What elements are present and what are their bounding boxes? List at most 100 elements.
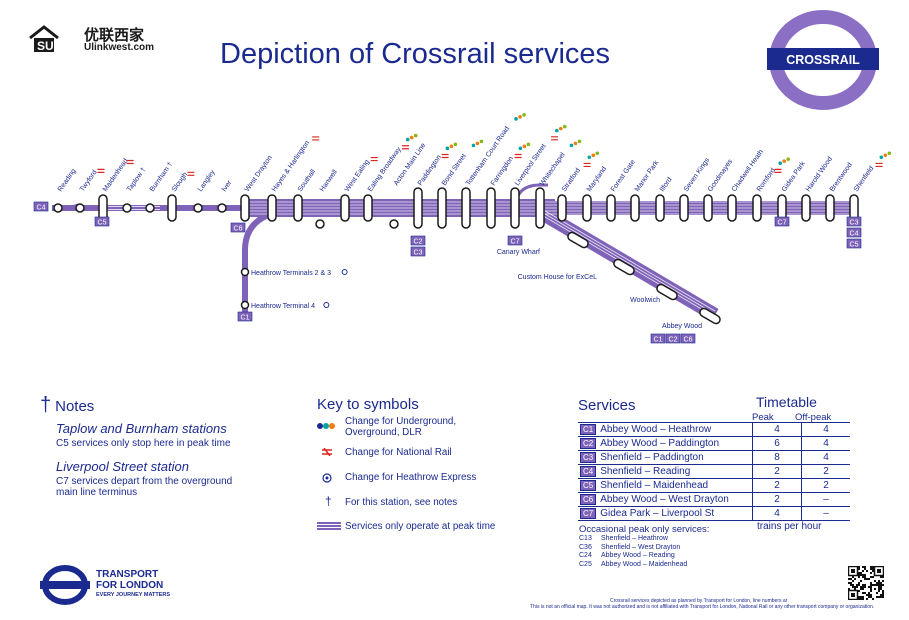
station-label: Manor Park bbox=[634, 159, 661, 193]
qr-cell bbox=[862, 586, 864, 588]
national-rail-icon bbox=[875, 162, 883, 168]
service-route: Abbey Wood – West Drayton bbox=[600, 494, 729, 505]
qr-cell bbox=[864, 592, 866, 594]
qr-cell bbox=[862, 574, 864, 576]
services-heading: Services bbox=[578, 397, 636, 414]
route-code-c3-bg bbox=[410, 246, 426, 257]
footer-line-1: Crossrail services depicted as planned b… bbox=[610, 598, 788, 604]
underground-change-icon bbox=[445, 146, 450, 151]
qr-cell bbox=[866, 594, 868, 596]
qr-cell bbox=[882, 590, 884, 592]
route-code-east-bg bbox=[846, 216, 862, 227]
underground-change-icon bbox=[569, 143, 574, 148]
route-code-abbey-bg bbox=[665, 333, 681, 344]
national-rail-icon bbox=[551, 136, 559, 141]
station-stop bbox=[655, 194, 665, 222]
station-label: Southall bbox=[297, 168, 317, 193]
station-label: Twyford bbox=[79, 169, 99, 193]
underground-change-icon bbox=[591, 153, 596, 158]
qr-cell bbox=[880, 588, 882, 590]
station-stop bbox=[801, 194, 811, 222]
qr-cell bbox=[868, 594, 870, 596]
note-1-heading: Taplow and Burnham stations bbox=[56, 421, 227, 436]
qr-cell bbox=[872, 566, 874, 568]
route-code-abbey-bg bbox=[650, 333, 666, 344]
route-code-c5-west: C5 bbox=[98, 219, 107, 226]
tfl-line-1: TRANSPORT bbox=[96, 569, 159, 580]
track-abbey bbox=[536, 205, 719, 322]
heathrow-express-icon bbox=[322, 473, 332, 483]
occasional-code: C25 bbox=[579, 560, 592, 568]
station-label: Iver bbox=[221, 179, 234, 193]
qr-cell bbox=[870, 590, 872, 592]
national-rail-icon bbox=[401, 145, 409, 150]
station-label: Goodmayes bbox=[707, 158, 735, 193]
qr-cell bbox=[876, 592, 878, 594]
qr-cell bbox=[880, 582, 882, 584]
qr-cell bbox=[854, 578, 856, 580]
underground-change-icon bbox=[577, 139, 582, 144]
footer-line-2: This is not an official map. It was not … bbox=[530, 604, 875, 610]
key-national-rail: Change for National Rail bbox=[345, 447, 452, 458]
route-code-c1: C1 bbox=[241, 314, 250, 321]
occasional-route: Shenfield – Heathrow bbox=[601, 535, 668, 542]
station-stop bbox=[267, 194, 277, 222]
qr-cell bbox=[878, 584, 880, 586]
national-rail-icon bbox=[322, 448, 332, 456]
station-stop bbox=[389, 219, 399, 229]
underground-change-icon bbox=[887, 151, 892, 156]
qr-cell bbox=[852, 586, 854, 588]
notes-section: † Notes Taplow and Burnham stations C5 s… bbox=[40, 394, 232, 498]
qr-cell bbox=[864, 568, 866, 570]
service-peak: 2 bbox=[752, 478, 802, 493]
qr-cell bbox=[862, 592, 864, 594]
station-stop bbox=[613, 258, 635, 276]
station-stop bbox=[510, 187, 520, 229]
underground-change-icon bbox=[449, 144, 454, 149]
underground-change-icon bbox=[453, 142, 458, 147]
qr-cell bbox=[878, 582, 880, 584]
qr-cell bbox=[872, 598, 874, 600]
qr-cell bbox=[860, 598, 862, 600]
national-rail-icon bbox=[514, 153, 522, 159]
national-rail-icon bbox=[126, 159, 134, 165]
qr-code-icon bbox=[848, 566, 884, 600]
qr-cell bbox=[870, 594, 872, 596]
service-peak: 4 bbox=[752, 422, 802, 437]
national-rail-icon bbox=[187, 171, 195, 176]
qr-cell bbox=[858, 598, 860, 600]
qr-cell bbox=[850, 582, 852, 584]
station-stop bbox=[461, 187, 471, 229]
underground-change-icon bbox=[554, 128, 559, 133]
station-label: Tottenham Court Road bbox=[465, 125, 511, 187]
service-code: C1 bbox=[580, 424, 597, 435]
note-2-heading: Liverpool Street station bbox=[56, 459, 189, 474]
qr-cell bbox=[870, 582, 872, 584]
station-label: Stratford bbox=[561, 167, 582, 193]
station-label: Heathrow Terminal 4 bbox=[251, 303, 315, 310]
qr-cell bbox=[850, 578, 852, 580]
service-route: Abbey Wood – Paddington bbox=[600, 438, 720, 449]
qr-cell bbox=[862, 598, 864, 600]
occasional-code: C36 bbox=[579, 543, 592, 551]
station-stop bbox=[240, 300, 250, 310]
qr-cell bbox=[878, 596, 880, 598]
route-code-abbey: C1 bbox=[654, 336, 663, 343]
route-code-c5-west-bg bbox=[94, 216, 110, 227]
qr-cell bbox=[848, 582, 850, 584]
qr-cell bbox=[882, 584, 884, 586]
crossrail-roundel-logo: CROSSRAIL bbox=[767, 10, 879, 110]
qr-cell bbox=[862, 576, 864, 578]
station-label: Maidenhead bbox=[102, 157, 130, 193]
qr-finder-core bbox=[851, 593, 855, 597]
station-stop bbox=[567, 231, 589, 249]
note-2-text-b: main line terminus bbox=[56, 487, 138, 498]
